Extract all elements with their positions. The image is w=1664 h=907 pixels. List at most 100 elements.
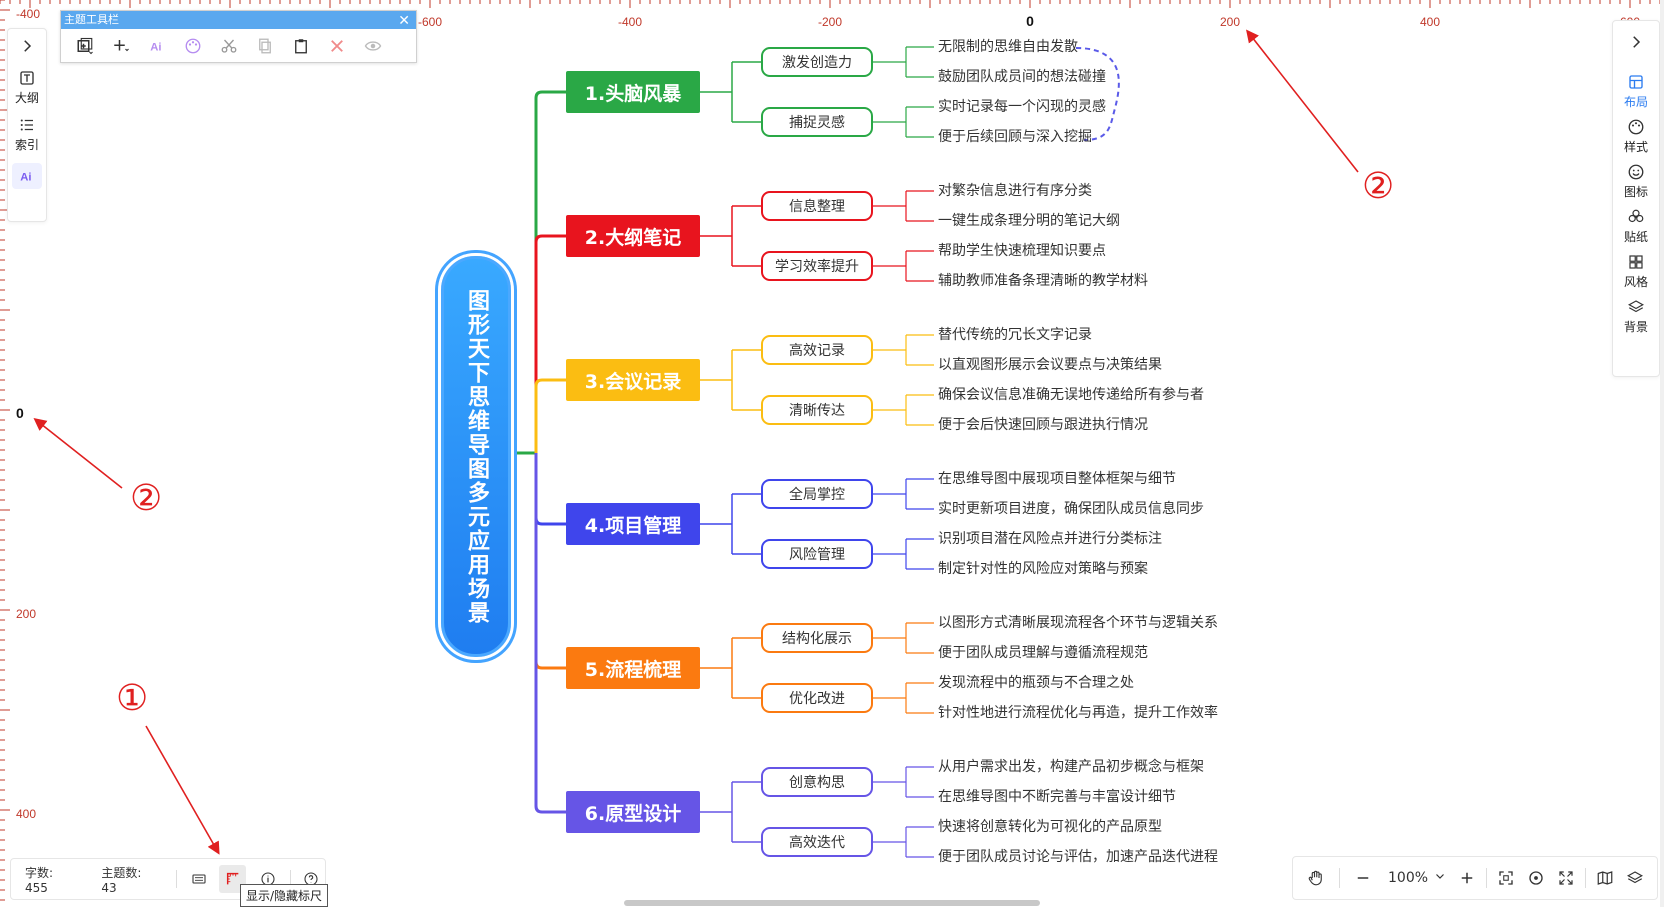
branch-connector [534,453,566,670]
subtopic-label: 全局掌控 [789,487,845,503]
zoom-bar: 100% [1292,856,1658,900]
subtopic[interactable]: 清晰传达 [761,395,873,425]
leaf-topic[interactable]: 发现流程中的瓶颈与不合理之处 [938,675,1134,691]
leaf-topic[interactable]: 便于会后快速回顾与跟进执行情况 [938,417,1148,433]
subtopic[interactable]: 风险管理 [761,539,873,569]
layout-icon [1629,75,1643,89]
main-topic-3[interactable]: 3.会议记录 [566,359,700,401]
map-icon[interactable] [1590,863,1620,893]
leaf-topic[interactable]: 确保会议信息准确无误地传递给所有参与者 [938,387,1204,403]
leaf-topic[interactable]: 便于后续回顾与深入挖掘 [938,129,1092,145]
ruler-label: 400 [16,807,36,821]
paste-icon[interactable] [283,32,319,60]
vertical-scrollbar[interactable] [1660,0,1664,907]
leaf-topic[interactable]: 便于团队成员讨论与评估，加速产品迭代进程 [938,849,1218,865]
expand-panel-button[interactable] [8,37,46,55]
leaf-topic[interactable]: 在思维导图中不断完善与丰富设计细节 [938,789,1176,805]
outline-button[interactable]: 大纲 [8,69,46,106]
add-topic-icon[interactable] [67,32,103,60]
main-topic-5[interactable]: 5.流程梳理 [566,647,700,689]
left-side-panel: 大纲 索引 Ai [7,28,47,222]
ruler-label: 0 [16,405,24,421]
leaf-topic[interactable]: 制定针对性的风险应对策略与预案 [938,561,1148,577]
index-button[interactable]: 索引 [8,116,46,153]
subtopic[interactable]: 信息整理 [761,191,873,221]
main-topic-label: 4.项目管理 [584,514,682,537]
leaf-topic[interactable]: 从用户需求出发，构建产品初步概念与框架 [938,759,1204,775]
subtopic-label: 结构化展示 [782,631,852,647]
ai-icon[interactable]: Ai [139,32,175,60]
main-topic-2[interactable]: 2.大纲笔记 [566,215,700,257]
leaf-topic[interactable]: 鼓励团队成员间的想法碰撞 [938,69,1106,85]
leaf-topic[interactable]: 便于团队成员理解与遵循流程规范 [938,645,1148,661]
divider [1486,868,1488,888]
layers-icon [1628,300,1644,313]
fit-screen-icon[interactable] [1491,863,1521,893]
leaf-topic[interactable]: 识别项目潜在风险点并进行分类标注 [938,531,1162,547]
subtopic[interactable]: 结构化展示 [761,623,873,653]
leaf-topic[interactable]: 实时记录每一个闪现的灵感 [938,99,1106,115]
main-topic-4[interactable]: 4.项目管理 [566,503,700,545]
main-topic-1[interactable]: 1.头脑风暴 [566,71,700,113]
zoom-level[interactable]: 100% [1388,870,1429,886]
chevron-down-icon[interactable] [1434,870,1446,886]
subtopic-label: 优化改进 [789,691,845,707]
subtopic[interactable]: 创意构思 [761,767,873,797]
leaf-topic[interactable]: 针对性地进行流程优化与再造，提升工作效率 [938,705,1218,721]
leaf-topic[interactable]: 一键生成条理分明的笔记大纲 [938,213,1120,229]
subtopic[interactable]: 激发创造力 [761,47,873,77]
plus-icon[interactable] [103,32,139,60]
leaf-topic[interactable]: 对繁杂信息进行有序分类 [938,183,1092,199]
hand-pan-icon[interactable] [1301,863,1331,893]
leaf-topic[interactable]: 以直观图形展示会议要点与决策结果 [938,357,1162,373]
copy-icon[interactable] [247,32,283,60]
zoom-in-icon[interactable] [1452,863,1482,893]
ruler-label: 200 [16,607,36,621]
subtopic[interactable]: 优化改进 [761,683,873,713]
center-target-icon[interactable] [1521,863,1551,893]
subtopic[interactable]: 高效迭代 [761,827,873,857]
style-button[interactable]: 样式 [1613,118,1659,155]
subtopic[interactable]: 高效记录 [761,335,873,365]
subtopic[interactable]: 捕捉灵感 [761,107,873,137]
leaf-topic[interactable]: 实时更新项目进度，确保团队成员信息同步 [938,501,1204,517]
ruler-toggle-tooltip: 显示/隐藏标尺 [240,884,329,907]
background-button[interactable]: 背景 [1613,298,1659,335]
theme-style-button[interactable]: 风格 [1613,253,1659,290]
fullscreen-icon[interactable] [1551,863,1581,893]
leaf-topic[interactable]: 辅助教师准备条理清晰的教学材料 [938,273,1148,289]
close-icon[interactable]: ✕ [398,12,410,28]
central-topic[interactable]: 图形天下思维导图多元应用场景 [441,256,511,657]
layout-button[interactable]: 布局 [1613,73,1659,110]
summary-bracket[interactable] [1075,47,1120,141]
delete-icon[interactable] [319,32,355,60]
sticker-button[interactable]: 贴纸 [1613,208,1659,245]
ai-button[interactable]: Ai [8,163,46,189]
keyboard-icon[interactable] [185,865,213,893]
expand-right-panel-button[interactable] [1613,33,1659,51]
cut-icon[interactable] [211,32,247,60]
leaf-topic[interactable]: 帮助学生快速梳理知识要点 [938,243,1106,259]
ruler-label: -400 [618,15,642,29]
icon-button[interactable]: 图标 [1613,163,1659,200]
theme-toolbar-title: 主题工具栏 [64,14,119,26]
leaf-topic[interactable]: 无限制的思维自由发散 [938,39,1078,55]
palette-icon[interactable] [175,32,211,60]
theme-toolbar-header[interactable]: 主题工具栏 ✕ [61,11,416,29]
subtopic[interactable]: 学习效率提升 [761,251,873,281]
leaf-topic[interactable]: 替代传统的冗长文字记录 [938,327,1092,343]
leaf-topic[interactable]: 快速将创意转化为可视化的产品原型 [938,819,1162,835]
theme-toolbar[interactable]: 主题工具栏 ✕ Ai [60,10,417,63]
grid-style-icon [1629,255,1643,269]
style-label: 样式 [1623,140,1648,154]
horizontal-scrollbar[interactable] [624,900,1040,906]
leaf-topic[interactable]: 以图形方式清晰展现流程各个环节与逻辑关系 [938,615,1218,631]
main-topic-6[interactable]: 6.原型设计 [566,791,700,833]
subtopic[interactable]: 全局掌控 [761,479,873,509]
layers-icon[interactable] [1620,863,1650,893]
zoom-out-icon[interactable] [1348,863,1378,893]
chevron-right-icon [1633,36,1641,48]
leaf-topic[interactable]: 在思维导图中展现项目整体框架与细节 [938,471,1176,487]
ruler-label: -400 [16,7,40,21]
eye-icon[interactable] [355,32,391,60]
